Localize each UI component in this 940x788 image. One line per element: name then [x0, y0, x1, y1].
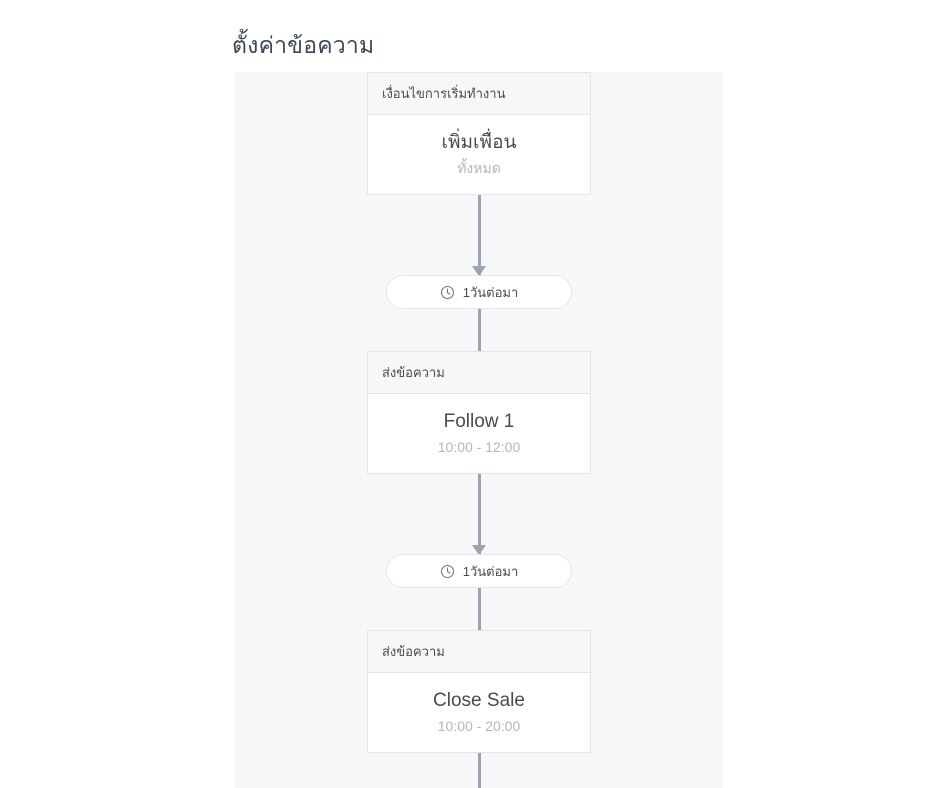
node-title: Close Sale — [433, 690, 525, 711]
node-subtitle: ทั้งหมด — [457, 160, 501, 176]
flow-node-message-1[interactable]: ส่งข้อความ Follow 1 10:00 - 12:00 — [367, 351, 591, 474]
node-body: Close Sale 10:00 - 20:00 — [368, 673, 590, 752]
flow-node-delay-1[interactable]: 1วันต่อมา — [386, 275, 572, 309]
flow-node-message-2[interactable]: ส่งข้อความ Close Sale 10:00 - 20:00 — [367, 630, 591, 753]
connector-line-1 — [477, 309, 481, 351]
node-subtitle: 10:00 - 20:00 — [437, 718, 521, 734]
node-body: Follow 1 10:00 - 12:00 — [368, 394, 590, 473]
node-header-label: เงื่อนไขการเริ่มทำงาน — [368, 73, 590, 115]
flow-canvas: เงื่อนไขการเริ่มทำงาน เพิ่มเพื่อน ทั้งหม… — [235, 72, 723, 788]
clock-icon — [440, 564, 455, 579]
delay-label: 1วันต่อมา — [462, 284, 519, 300]
flow-node-delay-2[interactable]: 1วันต่อมา — [386, 554, 572, 588]
connector-line-3 — [477, 753, 481, 788]
node-title: เพิ่มเพื่อน — [441, 132, 517, 153]
page-title: ตั้งค่าข้อความ — [232, 32, 375, 59]
connector-arrow-2 — [477, 474, 481, 554]
flow-node-stack: เงื่อนไขการเริ่มทำงาน เพิ่มเพื่อน ทั้งหม… — [235, 72, 723, 788]
node-header-label: ส่งข้อความ — [368, 631, 590, 673]
delay-label: 1วันต่อมา — [462, 563, 519, 579]
clock-icon — [440, 285, 455, 300]
node-header-label: ส่งข้อความ — [368, 352, 590, 394]
connector-arrow-1 — [477, 195, 481, 275]
connector-line-2 — [477, 588, 481, 630]
node-subtitle: 10:00 - 12:00 — [437, 439, 521, 455]
node-body: เพิ่มเพื่อน ทั้งหมด — [368, 115, 590, 194]
flow-node-trigger[interactable]: เงื่อนไขการเริ่มทำงาน เพิ่มเพื่อน ทั้งหม… — [367, 72, 591, 195]
node-title: Follow 1 — [443, 411, 515, 432]
